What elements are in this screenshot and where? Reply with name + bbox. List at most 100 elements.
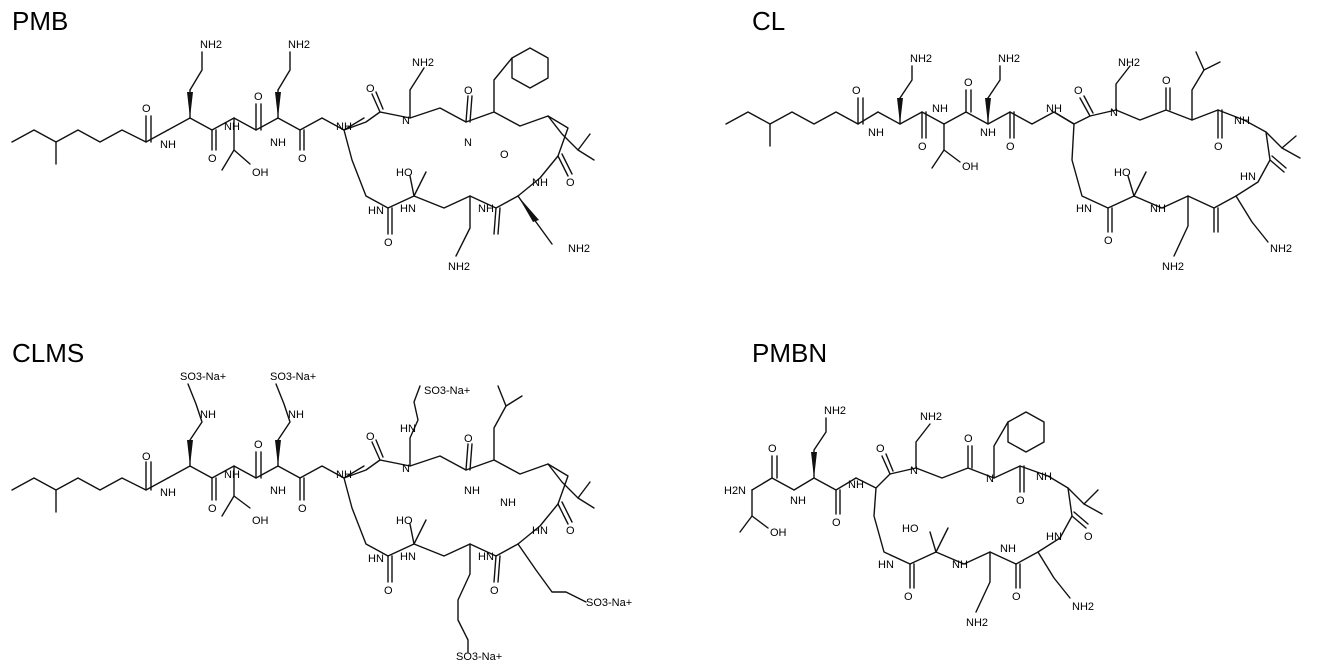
pmbn-atom-label: O	[1012, 591, 1021, 603]
clms-atom-label: NH	[288, 409, 304, 421]
clms-atom-label: NH	[270, 485, 286, 497]
pmb-atom-label: N	[464, 137, 472, 149]
clms-atom-label: HN	[400, 423, 416, 435]
pmbn-atom-label: O	[876, 443, 885, 455]
pmbn-atom-label: N	[986, 473, 994, 485]
pmb-atom-label: N	[402, 115, 410, 127]
cl-atom-label: NH	[980, 127, 996, 139]
clms-atom-label: SO3-Na+	[456, 651, 502, 663]
pmb-atom-label: O	[366, 83, 375, 95]
cl-atom-label: NH2	[910, 53, 932, 65]
clms-atom-label: O	[566, 525, 575, 537]
pmb-atom-label: NH2	[200, 39, 222, 51]
clms-atom-label: O	[254, 439, 263, 451]
clms-atom-label: N	[402, 463, 410, 475]
pmbn-atom-label: O	[832, 517, 841, 529]
cl-atom-label: NH	[1046, 103, 1062, 115]
cl-atom-label: O	[918, 141, 927, 153]
pmbn-atom-label: O	[1084, 531, 1093, 543]
clms-atom-label: O	[366, 431, 375, 443]
clms-atom-label: SO3-Na+	[270, 371, 316, 383]
cl-atom-label: NH	[1150, 203, 1166, 215]
cl-atom-label: HN	[1076, 203, 1092, 215]
cl-atom-label: HO	[1114, 167, 1131, 179]
pmbn-linear-backbone	[751, 477, 857, 491]
pmb-atom-label: HN	[368, 205, 384, 217]
panel-title-cl: CL	[752, 6, 785, 36]
cl-atom-label: OH	[962, 161, 979, 173]
clms-macrocycle	[343, 455, 569, 557]
pmbn-atom-label: NH2	[966, 617, 988, 629]
pmbn-atom-label: HN	[878, 559, 894, 571]
pmb-atom-label: O	[142, 103, 151, 115]
pmb-linear-backbone	[167, 117, 365, 131]
clms-atom-label: NH	[200, 409, 216, 421]
pmb-atom-label: O	[566, 177, 575, 189]
panel-pmb: PMB	[11, 6, 595, 273]
clms-atom-label: O	[298, 503, 307, 515]
pmb-fatty-tail	[11, 129, 169, 143]
pmb-macrocycle	[343, 107, 569, 209]
pmbn-atom-label: NH	[848, 479, 864, 491]
pmb-atom-label: HN	[400, 203, 416, 215]
clms-atom-label: HN	[400, 551, 416, 563]
cl-linear-backbone	[877, 111, 1075, 125]
cl-atom-label: O	[1104, 235, 1113, 247]
cl-atom-label: NH	[1234, 115, 1250, 127]
clms-atom-label: SO3-Na+	[424, 385, 470, 397]
clms-atom-label: OH	[252, 515, 269, 527]
pmbn-phenyl-ring	[1007, 411, 1045, 453]
clms-atom-label: NH	[160, 487, 176, 499]
clms-atom-label: O	[142, 451, 151, 463]
cl-atom-label: O	[964, 77, 973, 89]
pmbn-atom-label: H2N	[724, 485, 746, 497]
pmbn-atom-label: HN	[1046, 531, 1062, 543]
clms-atom-label: HN	[532, 525, 548, 537]
pmb-atom-label: NH	[336, 121, 352, 133]
panel-title-clms: CLMS	[12, 338, 84, 368]
cl-atom-label: NH	[868, 127, 884, 139]
cl-atom-label: N	[1110, 107, 1118, 119]
pmb-atom-label: NH2	[288, 39, 310, 51]
pmbn-atom-label: OH	[770, 527, 787, 539]
clms-atom-label: HO	[396, 515, 413, 527]
pmbn-atom-label: NH	[1036, 471, 1052, 483]
cl-atom-label: O	[1074, 85, 1083, 97]
clms-atom-label: SO3-Na+	[586, 597, 632, 609]
pmb-atom-label: O	[384, 237, 393, 249]
pmbn-atom-label: O	[1016, 495, 1025, 507]
panel-pmbn: PMBN NH2 NH2 H2N O NH	[724, 338, 1103, 629]
cl-atom-label: NH2	[1118, 57, 1140, 69]
pmbn-atom-label: NH2	[1072, 601, 1094, 613]
pmb-atom-label: NH	[224, 121, 240, 133]
pmb-atom-label: NH	[160, 139, 176, 151]
clms-linear-backbone	[167, 465, 365, 479]
clms-atom-label: NH	[464, 485, 480, 497]
cl-atom-label: O	[1006, 141, 1015, 153]
pmbn-atom-label: NH2	[920, 411, 942, 423]
cl-atom-label: O	[852, 85, 861, 97]
panel-title-pmb: PMB	[12, 6, 68, 36]
pmb-atom-label: NH2	[412, 57, 434, 69]
pmb-atom-label: NH	[270, 137, 286, 149]
pmb-atom-label: HO	[396, 167, 413, 179]
pmb-atom-label: NH2	[568, 243, 590, 255]
pmbn-atom-label: NH2	[824, 405, 846, 417]
clms-atom-label: NH	[500, 497, 516, 509]
panel-cl: CL	[725, 6, 1301, 273]
clms-atom-label: SO3-Na+	[180, 371, 226, 383]
pmb-atom-label: O	[254, 91, 263, 103]
pmb-atom-label: OH	[252, 167, 269, 179]
pmb-atom-label: NH	[478, 203, 494, 215]
cl-atom-label: O	[1214, 141, 1223, 153]
cl-atom-label: O	[1162, 75, 1171, 87]
pmbn-atom-label: NH	[790, 495, 806, 507]
pmbn-atom-label: NH	[952, 559, 968, 571]
pmb-atom-label: O	[208, 153, 217, 165]
clms-atom-label: O	[490, 585, 499, 597]
cl-atom-label: HN	[1240, 171, 1256, 183]
pmbn-atom-label: O	[904, 591, 913, 603]
clms-atom-label: NH	[224, 469, 240, 481]
pmb-atom-label: NH2	[448, 261, 470, 273]
pmbn-atom-label: N	[910, 465, 918, 477]
